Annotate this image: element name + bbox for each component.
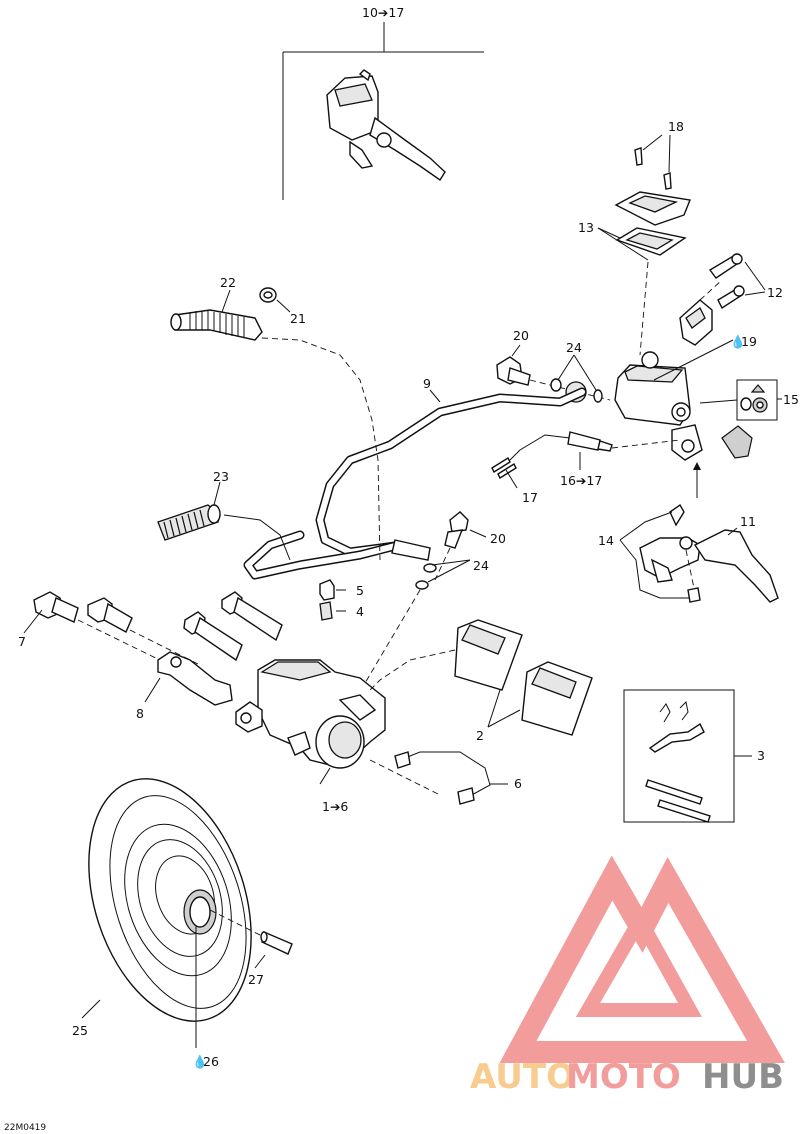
caliper-bolts: [23, 591, 283, 706]
callout-14: 14: [598, 533, 614, 548]
callout-19: 19: [741, 334, 757, 349]
callout-5: 5: [356, 583, 364, 598]
callout-12: 12: [767, 285, 783, 300]
pin-kit: [623, 689, 752, 823]
callout-2: 2: [476, 728, 484, 743]
brake-line: [369, 751, 508, 805]
brake-hose: [243, 387, 587, 580]
watermark-moto: MOTO: [566, 1057, 681, 1097]
callout-8: 8: [136, 706, 144, 721]
watermark-auto: AUTO: [470, 1057, 575, 1097]
watermark-logo: AUTO MOTO HUB: [470, 855, 785, 1097]
callout-18: 18: [668, 119, 684, 134]
callout-24-upper: 24: [566, 340, 582, 355]
callout-7: 7: [18, 634, 26, 649]
callout-17: 17: [522, 490, 538, 505]
callout-27: 27: [248, 972, 264, 987]
callout-24-lower: 24: [473, 558, 489, 573]
callout-26: 26: [203, 1054, 219, 1069]
callout-1-6: 1➔6: [322, 799, 348, 814]
callout-20-upper: 20: [513, 328, 529, 343]
callout-21: 21: [290, 311, 306, 326]
banjo-bolt-upper: [496, 344, 611, 403]
callout-25: 25: [72, 1023, 88, 1038]
hose-sleeve: [170, 287, 381, 561]
callout-6: 6: [514, 776, 522, 791]
callout-labels: 10➔17 18 13 12 💧 19 15 22 21 20 24 9 16➔…: [4, 5, 799, 1133]
drawing-code: 22M0419: [4, 1123, 46, 1133]
banjo-bolt-lower: [354, 511, 487, 701]
callout-10-17: 10➔17: [362, 5, 404, 20]
brake-pads: [369, 619, 593, 736]
brake-switch: [491, 431, 681, 489]
spring-guard: [157, 481, 291, 561]
callout-11: 11: [740, 514, 756, 529]
inset-master-cylinder-assembly: [282, 22, 484, 200]
brake-lever: [619, 503, 779, 603]
watermark-hub: HUB: [702, 1057, 784, 1097]
callout-22: 22: [220, 275, 236, 290]
master-cylinder-exploded: [597, 134, 782, 498]
brake-disc: [81, 778, 293, 1048]
callout-15: 15: [783, 392, 799, 407]
callout-16-17: 16➔17: [560, 473, 602, 488]
callout-23: 23: [213, 469, 229, 484]
callout-13: 13: [578, 220, 594, 235]
callout-3: 3: [757, 748, 765, 763]
oil-drop-icon: 💧: [730, 334, 746, 349]
callout-9: 9: [423, 376, 431, 391]
oil-drop-icon: 💧: [192, 1054, 208, 1069]
bleeder: [319, 579, 346, 621]
callout-20-lower: 20: [490, 531, 506, 546]
caliper: [235, 659, 386, 785]
callout-4: 4: [356, 604, 364, 619]
